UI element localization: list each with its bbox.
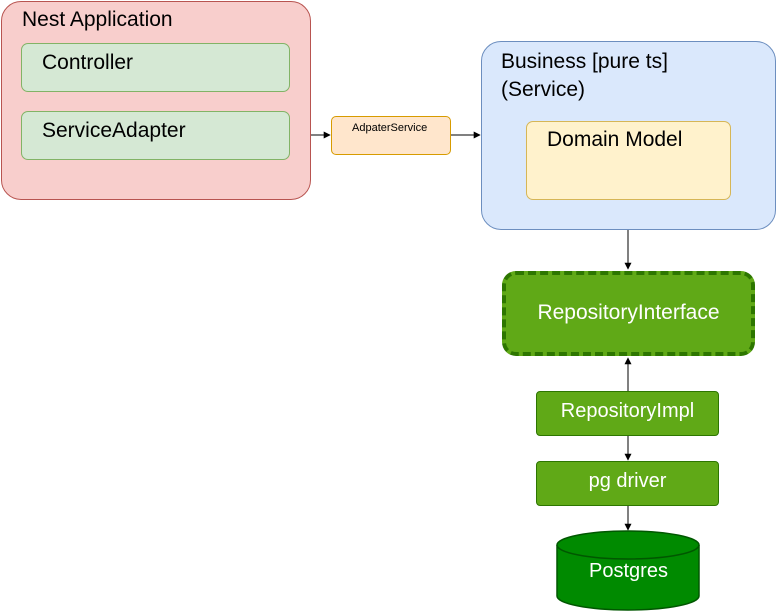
controller-label: Controller — [42, 51, 134, 74]
pg-driver-label: pg driver — [588, 470, 667, 492]
service-adapter-node — [21, 111, 290, 160]
postgres-label: Postgres — [589, 560, 668, 582]
service-adapter-label: ServiceAdapter — [42, 119, 186, 142]
nest-application-title: Nest Application — [22, 8, 173, 31]
controller-node — [21, 43, 290, 92]
business-title-line2: (Service) — [501, 78, 586, 101]
pg-driver-node — [536, 461, 719, 506]
adapter-service-label: AdpaterService — [352, 122, 428, 134]
business-title-line1: Business [pure ts] — [501, 50, 668, 73]
repository-interface-node — [502, 271, 755, 356]
postgres-database-icon — [556, 530, 700, 611]
nest-application-container — [1, 1, 311, 200]
domain-model-label: Domain Model — [547, 128, 683, 151]
domain-model-node — [526, 121, 731, 200]
adapter-service-node — [331, 116, 451, 155]
repository-interface-label: RepositoryInterface — [537, 301, 720, 324]
repository-impl-node — [536, 391, 719, 436]
repository-impl-label: RepositoryImpl — [560, 400, 695, 422]
